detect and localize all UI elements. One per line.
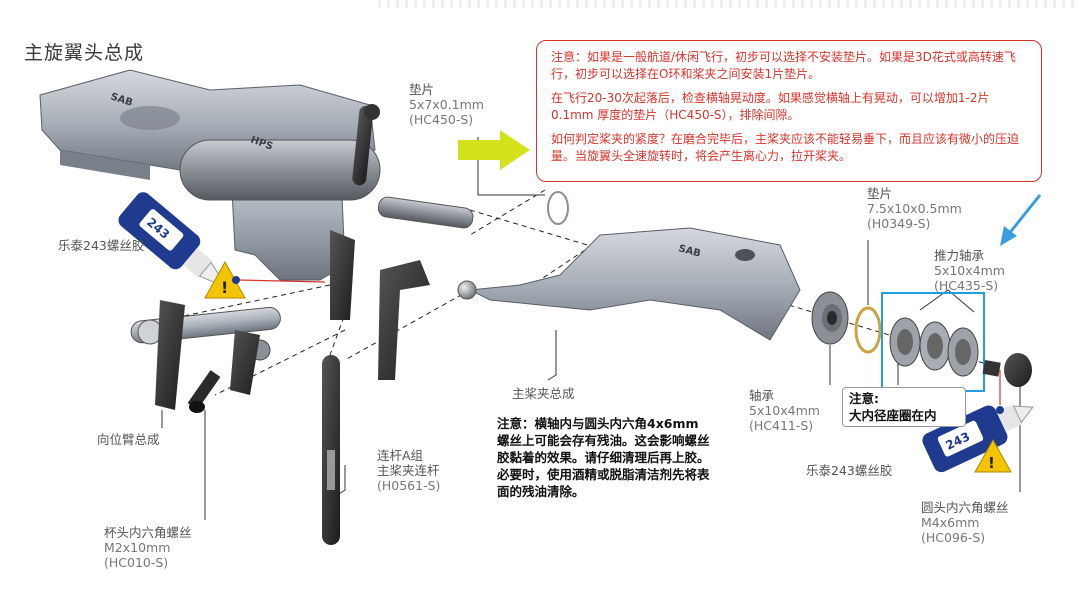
note-box-red: 注意：如果是一般航道/休闲飞行，初步可以选择不安装垫片。如果是3D花式或高转速飞…: [536, 40, 1042, 182]
label-shim1: 垫片 5x7x0.1mm (HC450-S): [409, 82, 484, 127]
label-bearing: 轴承 5x10x4mm (HC411-S): [749, 388, 820, 433]
note-oil-warning: 注意：横轴内与圆头内六角4x6mm 螺丝上可能会存有残油。这会影响螺丝胶黏着的效…: [497, 416, 710, 499]
adhesive-line-left: [237, 279, 326, 283]
glue-drop-right-icon: [996, 406, 1004, 414]
axis-line-link: [344, 289, 471, 361]
shim-gold: [854, 306, 882, 354]
note-ring: 注意: 大内径座圈在内: [842, 387, 966, 427]
blue-arrow-icon: [1000, 194, 1042, 246]
label-screw-m4: 圆头内六角螺丝 M4x6mm (HC096-S): [921, 500, 1009, 545]
page-title: 主旋翼头总成: [24, 42, 145, 64]
label-blade-grip: 主桨夹总成: [512, 386, 575, 401]
glue-drop-left-icon: [232, 276, 240, 284]
leader-grip: [547, 330, 557, 381]
label-thrust-bearing: 推力轴承 5x10x4mm (HC435-S): [934, 248, 1005, 293]
washout-arm: [130, 300, 281, 410]
yellow-arrow-icon: [458, 130, 530, 170]
note-red-1: 注意：如果是一般航道/休闲飞行，初步可以选择不安装垫片。如果是3D花式或高转速飞…: [551, 50, 1016, 81]
blade-grip: SAB: [457, 227, 801, 341]
shim-5x7: [547, 191, 569, 225]
radial-bearing: [811, 291, 849, 345]
label-screw-m2: 杯头内六角螺丝 M2x10mm (HC010-S): [104, 525, 192, 570]
axis-line-shim: [469, 189, 546, 236]
warning-icon-right: [974, 438, 1012, 473]
leader-thrust: [919, 289, 975, 313]
note-red-2: 在飞行20-30次起落后，检查横轴晃动度。如果感觉横轴上有晃动，可以增加1-2片…: [551, 91, 990, 122]
rotor-hub: SAB HPS: [39, 69, 474, 281]
grip-ball-link: [457, 280, 477, 300]
label-loctite-right: 乐泰243螺丝胶: [806, 463, 893, 478]
note-red-3: 如何判定桨夹的紧度？在磨合完毕后，主桨夹应该不能轻易垂下，而且应该有微小的压迫量…: [551, 132, 1020, 163]
button-screw-m4: [982, 353, 1032, 387]
loctite-bottle-left: 243: [118, 192, 229, 289]
label-washout-arm: 向位臂总成: [97, 432, 160, 447]
label-loctite-left: 乐泰243螺丝胶: [58, 238, 145, 253]
label-shim2: 垫片 7.5x10x0.5mm (H0349-S): [867, 186, 962, 231]
decorative-dash-line: [378, 0, 1078, 8]
svg-text:!: !: [221, 278, 228, 297]
svg-text:!: !: [988, 454, 995, 472]
cap-screw-m2: [187, 370, 221, 413]
axis-line-arm: [164, 284, 331, 321]
label-linkage: 连杆A组 主桨夹连杆 (H0561-S): [377, 448, 441, 493]
thrust-bearing: [889, 317, 979, 377]
linkage-rods: [322, 230, 430, 545]
spindle-shaft: [377, 196, 474, 229]
